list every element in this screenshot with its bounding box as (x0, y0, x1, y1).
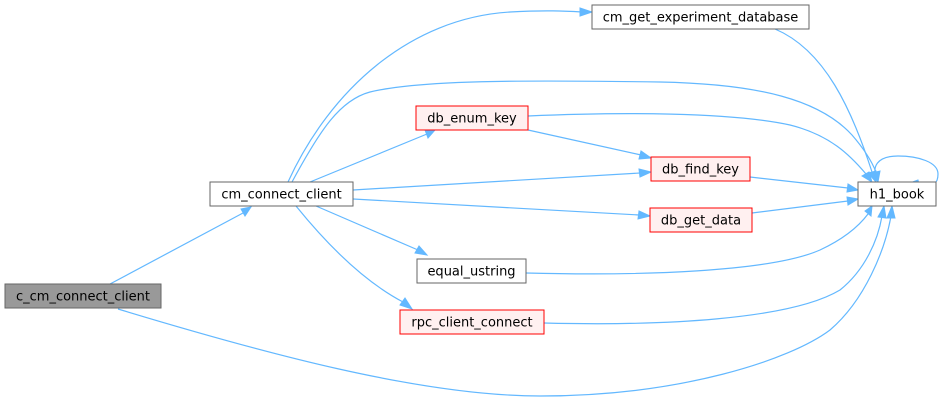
node-box[interactable] (857, 181, 937, 207)
edge-equal_ustring-to-h1_book (525, 204, 873, 275)
edge-line (543, 215, 883, 325)
edge-cm_connect_client-to-equal_ustring (315, 205, 429, 256)
node-label: db_enum_key (427, 112, 517, 127)
edge-cm_connect_client-to-db_get_data (352, 198, 652, 220)
node-label: c_cm_connect_client (16, 290, 150, 305)
node-box[interactable] (399, 309, 545, 335)
node-box[interactable] (415, 105, 529, 131)
edge-line (352, 172, 641, 191)
edge-arrowhead (846, 183, 860, 193)
node-db-enum-key[interactable]: db_enum_key (415, 105, 529, 131)
edges-layer (109, 7, 939, 397)
node-label: equal_ustring (427, 265, 515, 280)
edge-line (751, 200, 849, 214)
edge-line (287, 10, 583, 183)
node-box[interactable] (416, 258, 527, 284)
edge-line (315, 205, 419, 251)
edge-cm_get_experiment_database-to-h1_book (774, 28, 877, 184)
edge-arrowhead (399, 297, 414, 310)
node-label: h1_book (870, 188, 925, 203)
edge-arrowhead (638, 168, 653, 178)
node-db-get-data[interactable]: db_get_data (649, 207, 753, 233)
edge-arrowhead (886, 204, 896, 219)
node-c-cm-connect-client[interactable]: c_cm_connect_client (4, 283, 162, 309)
edge-line (295, 205, 404, 303)
node-box[interactable] (650, 156, 751, 182)
edge-line (774, 28, 873, 173)
edge-cm_connect_client-to-rpc_client_connect (295, 205, 414, 310)
node-label: db_find_key (662, 163, 739, 178)
edge-arrowhead (864, 204, 873, 217)
edge-c_cm_connect_client-to-h1_book (117, 204, 896, 397)
node-box[interactable] (649, 207, 753, 233)
node-label: rpc_client_connect (411, 316, 532, 331)
edge-line (749, 176, 849, 189)
node-label: cm_connect_client (221, 188, 341, 203)
edge-line (527, 113, 867, 175)
edge-line (109, 212, 244, 285)
node-db-find-key[interactable]: db_find_key (650, 156, 751, 182)
node-cm-get-experiment-database[interactable]: cm_get_experiment_database (591, 4, 810, 30)
edge-arrowhead (240, 206, 253, 217)
edge-db_enum_key-to-h1_book (527, 113, 873, 184)
edge-arrowhead (638, 150, 653, 160)
edge-db_get_data-to-h1_book (751, 196, 860, 214)
edge-arrowhead (637, 210, 652, 220)
edge-cm_connect_client-to-db_enum_key (309, 129, 437, 183)
edge-arrowhead (877, 204, 887, 219)
edge-arrowhead (846, 196, 860, 206)
edge-arrowhead (424, 129, 437, 139)
edge-line (291, 80, 877, 183)
node-equal-ustring[interactable]: equal_ustring (416, 258, 527, 284)
edge-db_enum_key-to-db_find_key (527, 129, 653, 160)
node-cm-connect-client[interactable]: cm_connect_client (209, 181, 354, 207)
edge-cm_connect_client-to-cm_get_experiment_database (287, 7, 594, 183)
edge-arrowhead (861, 171, 873, 184)
edge-line (525, 213, 869, 275)
edge-arrowhead (579, 7, 594, 17)
edge-line (117, 215, 892, 397)
node-box[interactable] (209, 181, 354, 207)
node-box[interactable] (4, 283, 162, 309)
node-label: db_get_data (661, 214, 741, 229)
edge-c_cm_connect_client-to-cm_connect_client (109, 206, 253, 285)
node-box[interactable] (591, 4, 810, 30)
edge-line (527, 129, 642, 156)
node-rpc-client-connect[interactable]: rpc_client_connect (399, 309, 545, 335)
edge-db_find_key-to-h1_book (749, 176, 860, 193)
edge-line (309, 133, 428, 183)
edge-cm_connect_client-to-db_find_key (352, 168, 653, 191)
edge-line (874, 155, 939, 186)
edge-cm_connect_client-to-h1_book (291, 80, 881, 184)
nodes-layer: c_cm_connect_client cm_connect_client cm_g… (4, 4, 937, 335)
edge-line (352, 198, 640, 216)
node-label: cm_get_experiment_database (603, 11, 799, 26)
node-h1-book[interactable]: h1_book (857, 181, 937, 207)
edge-arrowhead (414, 245, 429, 256)
edge-rpc_client_connect-to-h1_book (543, 204, 887, 325)
